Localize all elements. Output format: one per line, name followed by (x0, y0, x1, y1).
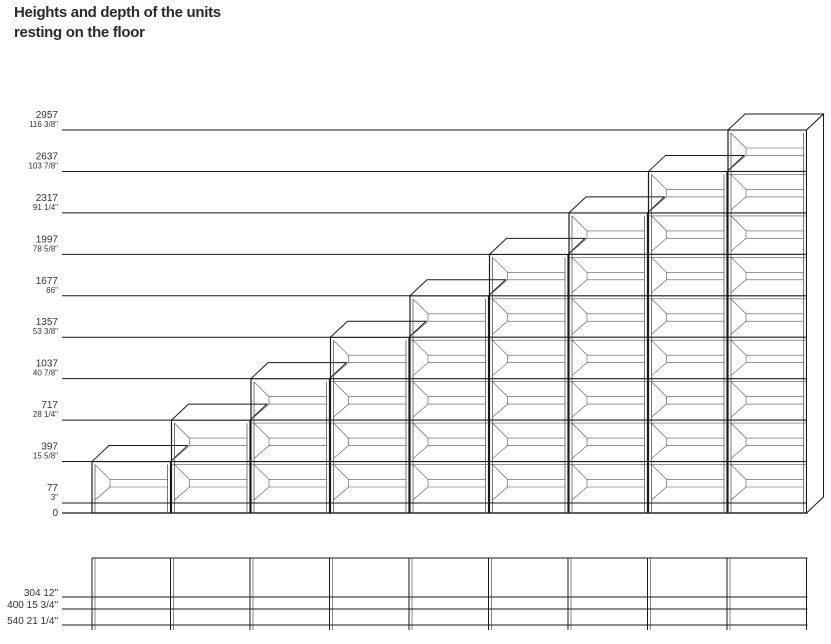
compartment-back (730, 422, 747, 459)
shelf-unit (567, 196, 666, 514)
height-label-mm: 1037 (36, 359, 59, 370)
height-label-mm: 717 (41, 400, 58, 411)
height-label-mm: 397 (41, 442, 58, 453)
compartment-back (571, 381, 588, 418)
unit-top (488, 237, 587, 255)
depth-label: 304 12" (24, 588, 59, 599)
compartment-back (492, 464, 508, 501)
compartment-back (333, 464, 349, 501)
compartment-back (651, 340, 667, 376)
compartment-back (333, 381, 349, 418)
height-label-in: 3" (51, 493, 58, 502)
compartment-back (651, 464, 667, 501)
depth-label: 400 15 3/4" (7, 600, 58, 611)
shelf-unit (488, 237, 587, 514)
compartment-back (651, 298, 667, 335)
compartment-back (730, 215, 747, 252)
compartment-back (412, 340, 429, 376)
compartment-back (571, 340, 588, 376)
shelf-unit (726, 112, 825, 515)
compartment-back (94, 464, 111, 501)
compartment-back (571, 298, 588, 335)
height-label-mm: 1357 (36, 317, 59, 328)
shelf-unit (647, 154, 746, 514)
shelf-unit (90, 445, 189, 514)
depth-plan-view: 304 12"400 15 3/4" 540 21 1/4" (7, 557, 808, 630)
compartment-back (571, 257, 588, 294)
height-label-in: 28 1/4" (33, 410, 58, 419)
unit-top (567, 196, 666, 214)
compartment-back (412, 464, 429, 501)
compartment-back (730, 257, 747, 294)
compartment-back (651, 381, 667, 418)
diagram-title: Heights and depth of the units resting o… (14, 3, 221, 43)
compartment-back (651, 422, 667, 459)
height-label-in: 91 1/4" (33, 203, 58, 212)
compartment-back (492, 340, 508, 376)
height-label-mm: 1677 (36, 276, 59, 287)
compartment-back (333, 340, 349, 376)
unit-frame (488, 253, 569, 514)
height-label-in: 103 7/8" (28, 161, 58, 170)
shelf-units-elevation (90, 112, 825, 515)
height-label-in: 116 3/8" (29, 120, 58, 129)
compartment-back (174, 464, 190, 501)
compartment-back (412, 381, 429, 418)
compartment-back (571, 215, 588, 252)
compartment-back (651, 215, 667, 252)
compartment-back (492, 381, 508, 418)
height-label-in: 15 5/8" (33, 452, 58, 461)
shelf-unit (249, 362, 348, 514)
height-label-mm: 1997 (36, 234, 59, 245)
height-label-in: 53 3/8" (33, 327, 58, 336)
compartment-back (651, 257, 667, 294)
unit-top (90, 445, 189, 463)
height-label-in: 40 7/8" (33, 369, 58, 378)
height-label-mm: 77 (47, 483, 59, 494)
shelf-unit (408, 279, 507, 514)
compartment-back (333, 422, 349, 459)
title-line-2: resting on the floor (14, 24, 145, 41)
compartment-back (730, 464, 747, 501)
compartment-back (571, 464, 588, 501)
height-label-mm: 2317 (36, 193, 59, 204)
height-label-mm: 2637 (36, 151, 59, 162)
unit-top (170, 403, 269, 421)
compartment-back (492, 422, 508, 459)
shelf-unit (329, 320, 428, 514)
height-label-mm: 2957 (36, 110, 59, 121)
compartment-back (730, 174, 747, 211)
compartment-back (412, 422, 429, 459)
compartment-back (492, 257, 508, 294)
compartment-back (174, 422, 190, 459)
compartment-back (730, 381, 747, 418)
unit-top (408, 279, 507, 297)
compartment-back (492, 298, 508, 335)
compartment-back (253, 464, 270, 501)
height-label-in: 66" (46, 286, 58, 295)
compartment-back (730, 340, 747, 376)
unit-frame (170, 419, 251, 514)
title-line-1: Heights and depth of the units (14, 4, 221, 21)
unit-top (647, 154, 746, 172)
unit-top (329, 320, 428, 338)
height-label-mm: 0 (52, 508, 58, 519)
unit-top (249, 362, 348, 380)
compartment-back (730, 298, 747, 335)
height-label-in: 78 5/8" (33, 244, 58, 253)
compartment-back (730, 132, 747, 169)
shelf-unit (170, 403, 269, 514)
compartment-back (253, 422, 270, 459)
compartment-back (253, 381, 270, 418)
compartment-back (651, 174, 667, 211)
compartment-back (571, 422, 588, 459)
unit-side-panel (806, 112, 824, 515)
compartment-back (412, 298, 429, 335)
depth-label: 540 21 1/4" (7, 616, 58, 627)
